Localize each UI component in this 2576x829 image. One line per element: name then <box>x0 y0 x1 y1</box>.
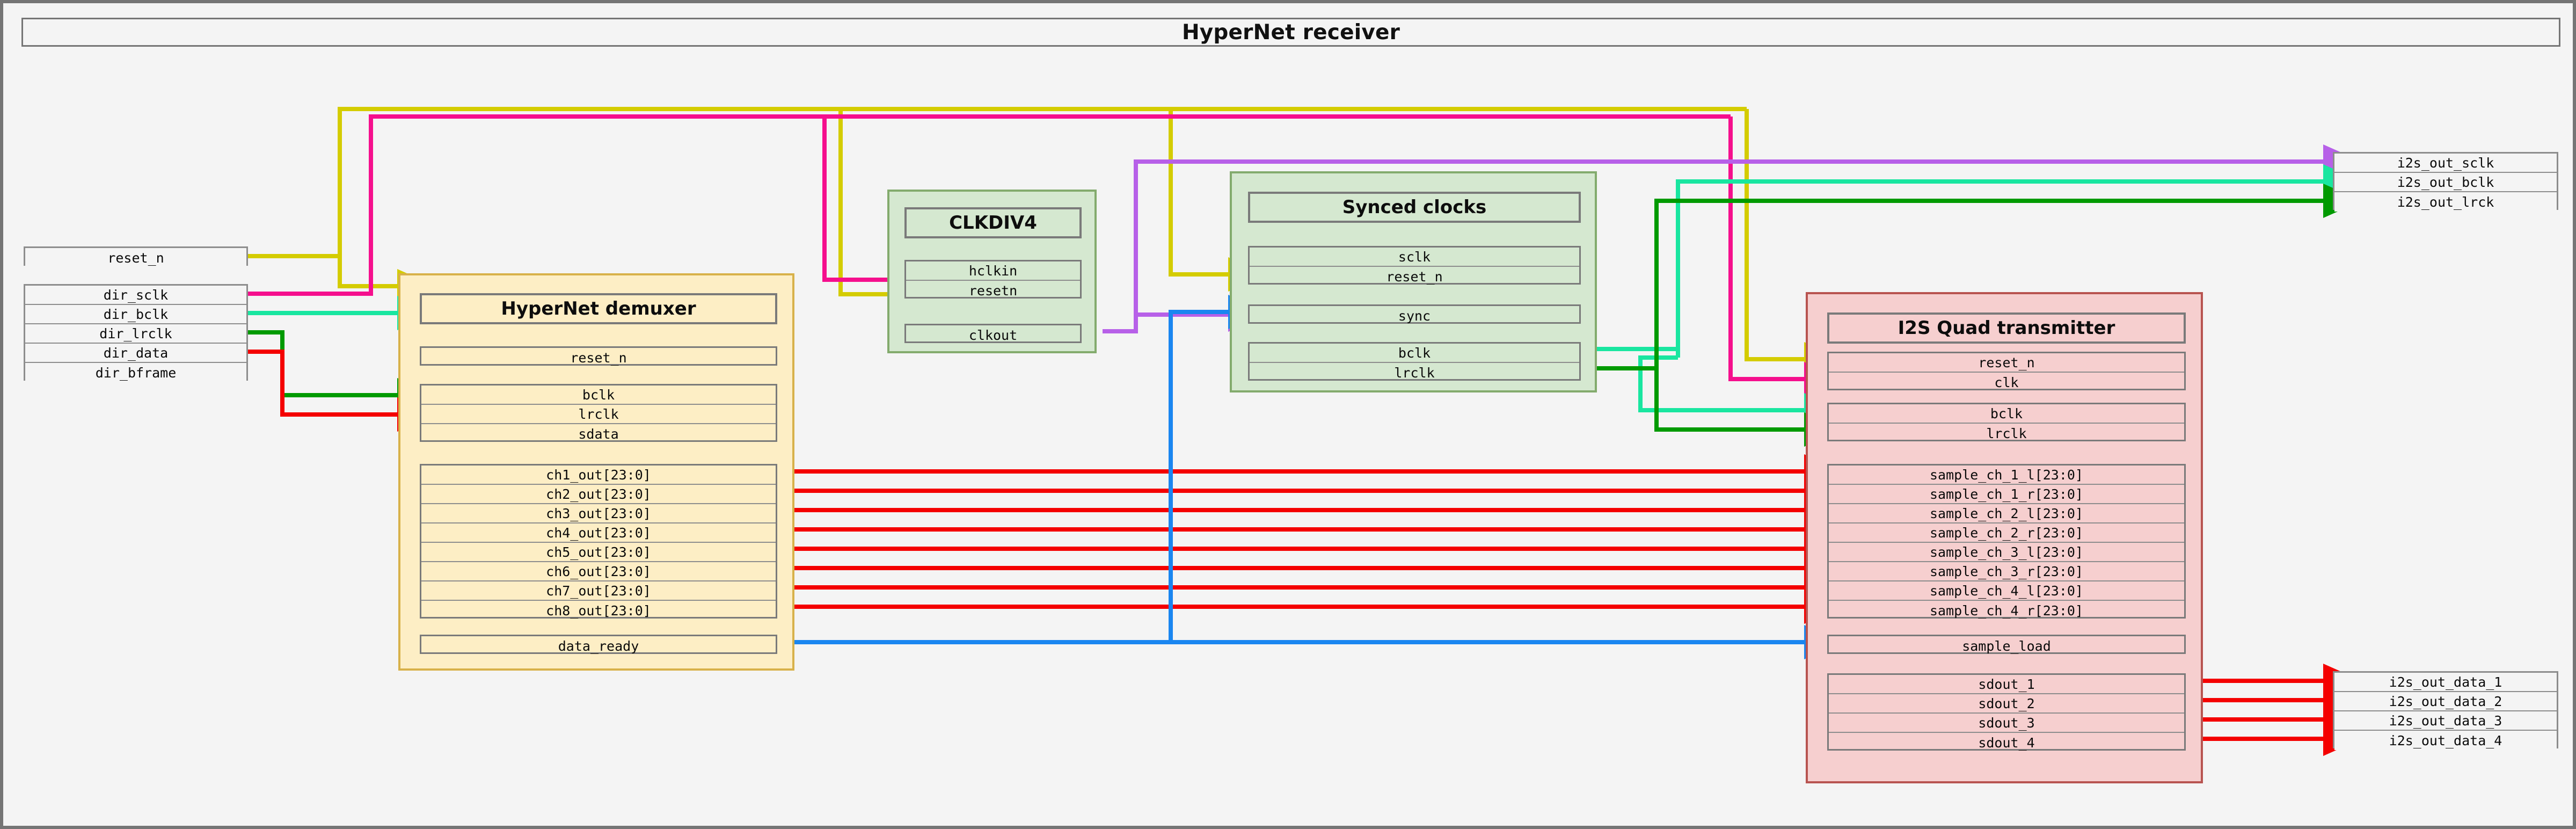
input-port-dir_data[interactable]: dir_data <box>25 344 246 363</box>
i2s-port-sdout_1[interactable]: sdout_1 <box>1829 675 2184 694</box>
i2s-port-sample_ch_1_l[interactable]: sample_ch_1_l[23:0] <box>1829 466 2184 485</box>
module-hypernet-demuxer[interactable]: HyperNet demuxer reset_n bclk lrclk sdat… <box>398 273 794 671</box>
demuxer-port-ch4_out[interactable]: ch4_out[23:0] <box>421 523 776 543</box>
module-i2s-quad-transmitter[interactable]: I2S Quad transmitter reset_n clk bclk lr… <box>1806 292 2203 783</box>
diagram-title-bar: HyperNet receiver <box>21 18 2560 47</box>
clkdiv4-port-resetn[interactable]: resetn <box>968 282 1018 299</box>
synced-port-sync[interactable]: sync <box>1398 308 1431 324</box>
demuxer-port-bclk[interactable]: bclk <box>421 386 776 405</box>
i2s-load-port-group: sample_load <box>1827 635 2186 654</box>
i2s-port-sample_ch_4_l[interactable]: sample_ch_4_l[23:0] <box>1829 581 2184 601</box>
demuxer-ready-port-group: data_ready <box>420 635 777 654</box>
input-port-dir_bclk[interactable]: dir_bclk <box>25 305 246 324</box>
demuxer-port-ch3_out[interactable]: ch3_out[23:0] <box>421 504 776 523</box>
synced-port-lrclk[interactable]: lrclk <box>1394 365 1435 381</box>
synced-port-sclk[interactable]: sclk <box>1250 248 1579 267</box>
i2s-port-sdout_2[interactable]: sdout_2 <box>1829 694 2184 714</box>
synced-port-reset_n[interactable]: reset_n <box>1386 268 1443 285</box>
module-title-synced-clocks: Synced clocks <box>1248 192 1581 223</box>
output-port-i2s_out_lrck[interactable]: i2s_out_lrck <box>2334 192 2557 212</box>
i2s-sample-port-group: sample_ch_1_l[23:0] sample_ch_1_r[23:0] … <box>1827 464 2186 619</box>
output-port-clocks-group: i2s_out_sclk i2s_out_bclk i2s_out_lrck <box>2333 152 2558 212</box>
i2s-clock-port-group: bclk lrclk <box>1827 403 2186 441</box>
i2s-port-sdout_4[interactable]: sdout_4 <box>1978 735 2035 751</box>
output-port-i2s_out_data_1[interactable]: i2s_out_data_1 <box>2334 673 2557 692</box>
demuxer-port-ch8_out[interactable]: ch8_out[23:0] <box>546 602 651 619</box>
output-port-i2s_out_data_4[interactable]: i2s_out_data_4 <box>2334 731 2557 750</box>
i2s-port-sample_load[interactable]: sample_load <box>1962 638 2051 654</box>
i2s-port-bclk[interactable]: bclk <box>1829 404 2184 424</box>
demuxer-port-data_ready[interactable]: data_ready <box>558 638 639 654</box>
demuxer-port-ch5_out[interactable]: ch5_out[23:0] <box>421 543 776 562</box>
i2s-port-sample_ch_1_r[interactable]: sample_ch_1_r[23:0] <box>1829 485 2184 504</box>
output-port-i2s_out_data_3[interactable]: i2s_out_data_3 <box>2334 711 2557 731</box>
output-port-data-group: i2s_out_data_1 i2s_out_data_2 i2s_out_da… <box>2333 671 2558 750</box>
i2s-reset-port-group: reset_n clk <box>1827 352 2186 390</box>
demuxer-port-ch1_out[interactable]: ch1_out[23:0] <box>421 466 776 485</box>
i2s-sdout-port-group: sdout_1 sdout_2 sdout_3 sdout_4 <box>1827 673 2186 751</box>
i2s-port-clk[interactable]: clk <box>1994 374 2019 390</box>
i2s-port-reset_n[interactable]: reset_n <box>1829 353 2184 373</box>
synced-output-port-group: bclk lrclk <box>1248 342 1581 381</box>
demuxer-port-reset_n[interactable]: reset_n <box>570 350 627 366</box>
input-port-dir_bframe[interactable]: dir_bframe <box>25 363 246 382</box>
module-synced-clocks[interactable]: Synced clocks sclk reset_n sync bclk lrc… <box>1230 171 1597 392</box>
output-port-i2s_out_data_2[interactable]: i2s_out_data_2 <box>2334 692 2557 711</box>
i2s-port-sample_ch_3_l[interactable]: sample_ch_3_l[23:0] <box>1829 543 2184 562</box>
clkdiv4-output-port-group: clkout <box>904 324 1082 343</box>
i2s-port-sdout_3[interactable]: sdout_3 <box>1829 714 2184 733</box>
input-port-reset_n[interactable]: reset_n <box>25 248 246 267</box>
demuxer-port-sdata[interactable]: sdata <box>578 426 619 442</box>
clkdiv4-port-hclkin[interactable]: hclkin <box>906 261 1080 281</box>
synced-sync-port-group: sync <box>1248 304 1581 324</box>
i2s-port-lrclk[interactable]: lrclk <box>1986 425 2027 441</box>
module-title-i2s-quad-transmitter: I2S Quad transmitter <box>1827 312 2186 344</box>
i2s-port-sample_ch_3_r[interactable]: sample_ch_3_r[23:0] <box>1829 562 2184 581</box>
module-title-clkdiv4: CLKDIV4 <box>904 207 1082 238</box>
demuxer-reset-port-group: reset_n <box>420 346 777 366</box>
input-port-dir_sclk[interactable]: dir_sclk <box>25 286 246 305</box>
demuxer-port-ch2_out[interactable]: ch2_out[23:0] <box>421 485 776 504</box>
demuxer-port-lrclk[interactable]: lrclk <box>421 405 776 424</box>
module-title-hypernet-demuxer: HyperNet demuxer <box>420 293 777 324</box>
demuxer-data-port-group: ch1_out[23:0] ch2_out[23:0] ch3_out[23:0… <box>420 464 777 619</box>
module-clkdiv4[interactable]: CLKDIV4 hclkin resetn clkout <box>887 190 1097 353</box>
demuxer-clock-port-group: bclk lrclk sdata <box>420 384 777 442</box>
demuxer-port-ch7_out[interactable]: ch7_out[23:0] <box>421 581 776 601</box>
output-port-i2s_out_sclk[interactable]: i2s_out_sclk <box>2334 154 2557 173</box>
input-port-dir-group: dir_sclk dir_bclk dir_lrclk dir_data dir… <box>24 284 248 382</box>
i2s-port-sample_ch_2_l[interactable]: sample_ch_2_l[23:0] <box>1829 504 2184 523</box>
input-port-reset-group: reset_n <box>24 246 248 267</box>
clkdiv4-input-port-group: hclkin resetn <box>904 260 1082 299</box>
clkdiv4-port-clkout[interactable]: clkout <box>968 327 1018 343</box>
i2s-port-sample_ch_4_r[interactable]: sample_ch_4_r[23:0] <box>1930 602 2083 619</box>
i2s-port-sample_ch_2_r[interactable]: sample_ch_2_r[23:0] <box>1829 523 2184 543</box>
demuxer-port-ch6_out[interactable]: ch6_out[23:0] <box>421 562 776 581</box>
page-title: HyperNet receiver <box>1181 20 1400 45</box>
synced-input-port-group: sclk reset_n <box>1248 246 1581 285</box>
synced-port-bclk[interactable]: bclk <box>1250 344 1579 363</box>
output-port-i2s_out_bclk[interactable]: i2s_out_bclk <box>2334 173 2557 192</box>
input-port-dir_lrclk[interactable]: dir_lrclk <box>25 324 246 344</box>
